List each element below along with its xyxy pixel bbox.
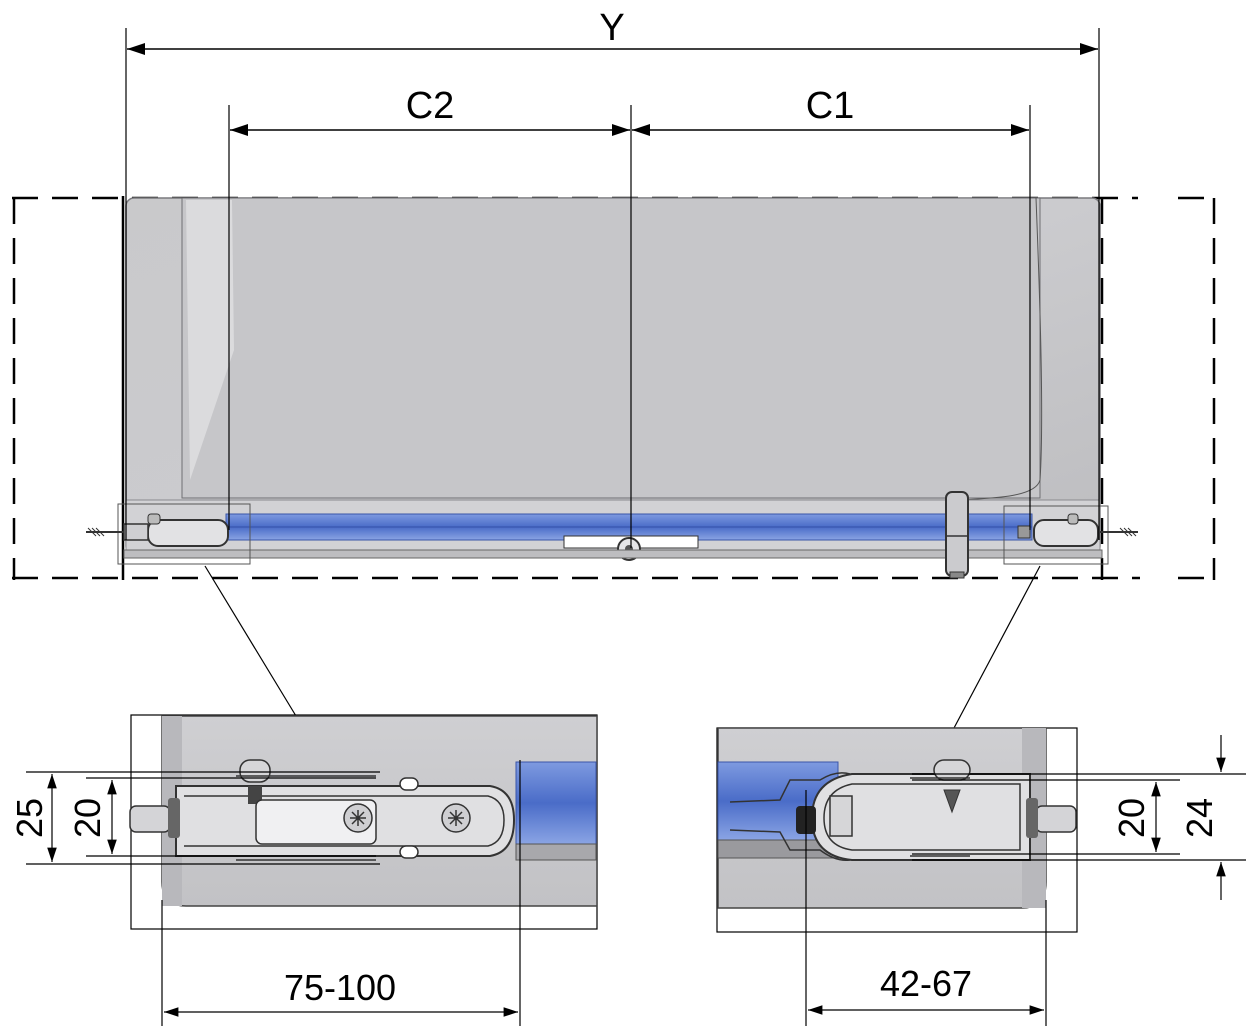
dimension-label-75-100: 75-100 xyxy=(284,967,396,1008)
dimension-label-42-67: 42-67 xyxy=(880,963,972,1004)
bottom-rail xyxy=(123,499,1103,561)
right-detail-dims xyxy=(805,735,1246,1026)
screw-icon xyxy=(343,803,373,833)
left-clamp xyxy=(86,503,251,565)
right-clamp xyxy=(1003,505,1138,565)
dimension-label-c2: C2 xyxy=(406,85,455,127)
dimension-label-left-20: 20 xyxy=(67,798,108,838)
right-detail-view xyxy=(716,727,1078,933)
left-detail-view xyxy=(129,714,598,930)
dimension-label-left-25: 25 xyxy=(9,798,50,838)
screw-icon xyxy=(441,803,471,833)
leader-line-left xyxy=(204,565,297,717)
glass-panel xyxy=(125,197,1101,555)
dimension-label-right-20: 20 xyxy=(1111,798,1152,838)
extension-lines xyxy=(125,28,1100,548)
leader-line-right xyxy=(953,565,1041,729)
dimension-label-right-24: 24 xyxy=(1179,798,1220,838)
dimension-label-c1: C1 xyxy=(806,85,855,127)
hinge-handle xyxy=(945,491,969,579)
dimension-label-y: Y xyxy=(599,7,624,49)
left-detail-dims xyxy=(26,760,521,1026)
